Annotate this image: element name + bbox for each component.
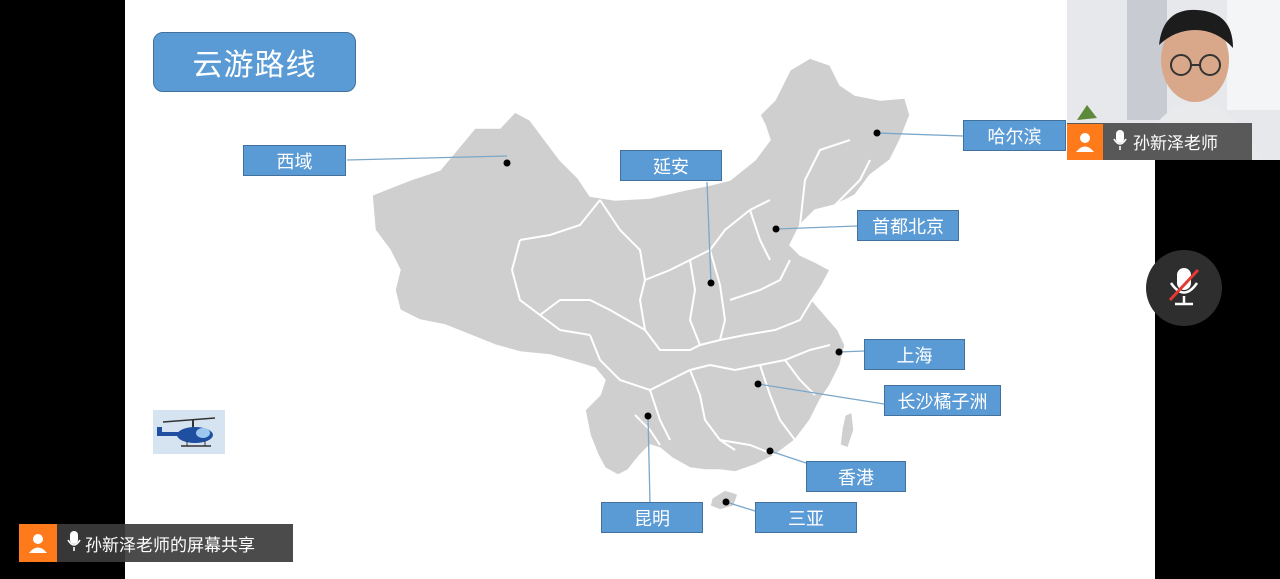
- label-kunming: 昆明: [601, 502, 703, 533]
- dot-xiyu: [503, 159, 511, 167]
- label-xiyu: 西域: [243, 145, 346, 176]
- china-outline: [371, 57, 911, 476]
- label-hongkong: 香港: [806, 461, 906, 492]
- city-dots: [503, 129, 881, 506]
- person-icon: [19, 524, 57, 562]
- screen-share-text: 孙新泽老师的屏幕共享: [85, 535, 255, 556]
- mute-toggle-button[interactable]: [1146, 250, 1222, 326]
- screen-share-banner: 孙新泽老师的屏幕共享: [19, 524, 293, 562]
- dot-beijing: [772, 225, 780, 233]
- dot-hongkong: [766, 447, 774, 455]
- microphone-icon: [1113, 129, 1127, 155]
- label-sanya: 三亚: [755, 502, 857, 533]
- dot-yanan: [707, 279, 715, 287]
- microphone-muted-icon: [1167, 266, 1201, 310]
- dot-changsha: [754, 380, 762, 388]
- microphone-icon: [67, 530, 81, 556]
- route-connectors: [346, 132, 964, 512]
- province-borders: [510, 139, 871, 456]
- label-beijing: 首都北京: [857, 210, 959, 241]
- participant-name-tag: 孙新泽老师: [1067, 123, 1252, 160]
- participant-name: 孙新泽老师: [1133, 134, 1218, 154]
- label-harbin: 哈尔滨: [963, 120, 1066, 151]
- dot-kunming: [644, 412, 652, 420]
- dot-harbin: [873, 129, 881, 137]
- person-icon: [1067, 123, 1103, 160]
- helicopter-image: [153, 410, 225, 454]
- dot-sanya: [722, 498, 730, 506]
- label-shanghai: 上海: [864, 339, 965, 370]
- label-changsha: 长沙橘子洲: [884, 385, 1001, 416]
- slide-title: 云游路线: [153, 32, 356, 92]
- label-yanan: 延安: [620, 150, 722, 181]
- dot-shanghai: [835, 348, 843, 356]
- taiwan-shape: [839, 410, 855, 449]
